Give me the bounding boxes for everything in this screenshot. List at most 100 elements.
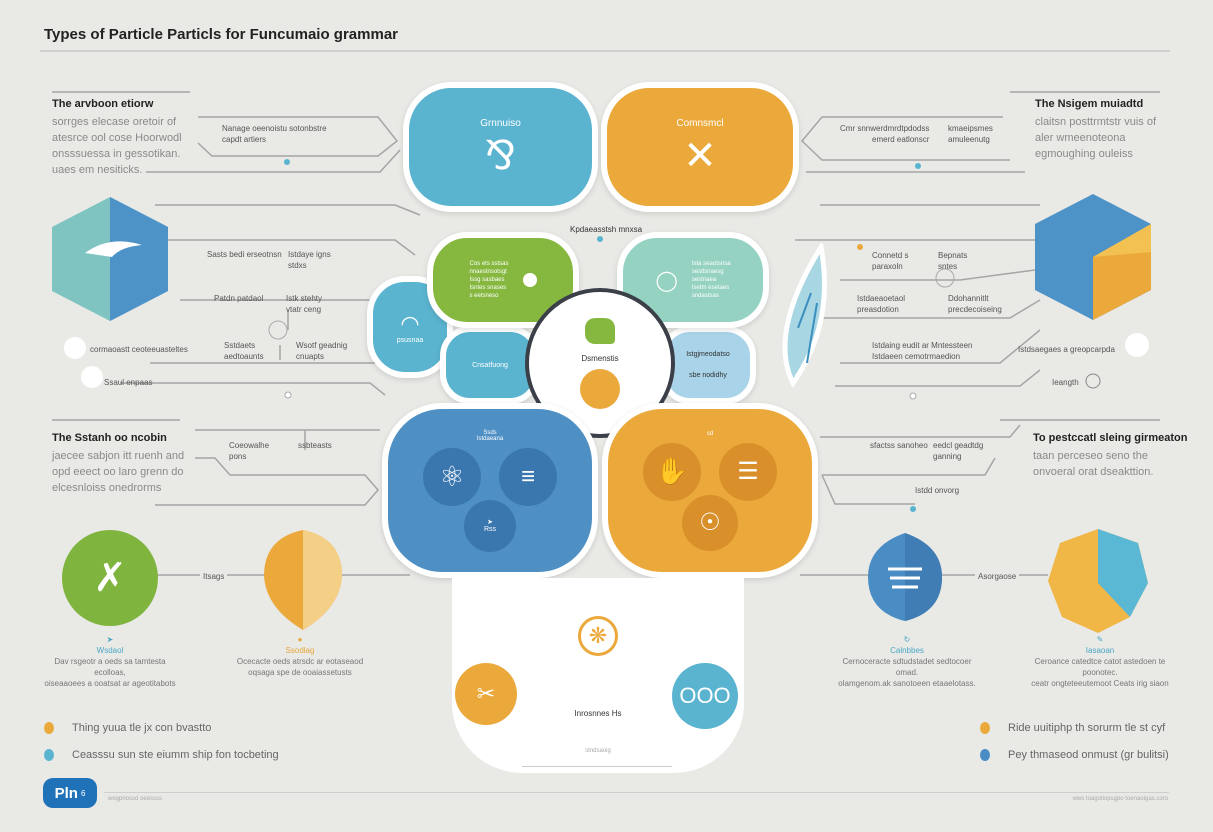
- divider: [522, 766, 672, 767]
- card-big-orange[interactable]: sd ✋ ☰ ☉: [602, 403, 818, 578]
- block-line: aler wmeenoteona: [1035, 132, 1126, 144]
- card-label: Istdaeana: [476, 435, 504, 442]
- callout: ssbteasts: [298, 441, 332, 450]
- arc-icon: ◠: [400, 310, 420, 336]
- hand-icon: ✋: [643, 442, 701, 501]
- text-block-left-mid: The Sstanh oo ncobin jaecee sabjon itt r…: [52, 432, 192, 496]
- card-label: sbe nodidhy: [689, 372, 727, 379]
- bottom-item: ● Ssodlag Ocecacte oeds atrsdc ar eotase…: [230, 634, 370, 678]
- block-line: elcesnloiss onedrorms: [52, 482, 162, 494]
- orange-dot-icon: [44, 722, 54, 734]
- callout: Patdn patdaol: [214, 294, 264, 303]
- block-line: egmoughing ouleiss: [1035, 148, 1133, 160]
- drop-icon: [980, 749, 990, 761]
- sliders-icon: ☰: [719, 442, 777, 501]
- bird-icon: [85, 241, 142, 257]
- text-block-right-mid: To pestccatl sleing girmeaton taan perce…: [1033, 432, 1193, 480]
- legend-item: Ride uuitiphp th sorurm tle st cyf: [980, 722, 1165, 734]
- block-line: atesrce ool cose Hoorwodl: [52, 132, 182, 144]
- bottom-item: ➤ Wsdaol Dav rsgeotr a oeds sa tamtesta …: [40, 634, 180, 689]
- dot-icon: [522, 273, 537, 287]
- hexagon-right: [1035, 194, 1151, 320]
- page-title: Types of Particle Particls for Funcumaio…: [44, 26, 398, 43]
- hexagon-left: [52, 197, 168, 321]
- callout: Kpdaeasstsh mnxsa: [570, 225, 643, 234]
- shield-shape: [264, 530, 342, 630]
- card-grammar[interactable]: Grnnuiso ⅋: [403, 82, 598, 212]
- lines-icon: ≡: [499, 447, 557, 506]
- hub-orange-circle: [580, 368, 620, 409]
- card-communication[interactable]: Comnsmcl ✕: [601, 82, 799, 212]
- panel-sublabel: stndsaoig: [585, 748, 611, 754]
- bottom-icon: ➤: [106, 635, 114, 644]
- card-label: Ssds: [483, 429, 497, 436]
- card-blue-low[interactable]: Cnsatfuong: [440, 326, 540, 404]
- block-title: The Nsigem muiadtd: [1035, 98, 1144, 110]
- legend-item: Pey thmaseod onmust (gr bulitsi): [980, 749, 1169, 761]
- block-title: The arvboon etiorw: [52, 98, 154, 110]
- block-line: onvoeral orat dseakttion.: [1033, 466, 1154, 478]
- scissors-icon: ✂: [455, 663, 517, 725]
- link-label: Itsags: [200, 571, 228, 582]
- pin-icon: ◯: [655, 269, 678, 292]
- hub-label: Dsmenstis: [581, 353, 619, 363]
- callout: Sasts bedi erseotnsn: [207, 250, 282, 259]
- callout: sfactss sanoheo: [870, 441, 928, 450]
- block-line: onsssuessa in gessotikan.: [52, 148, 181, 160]
- bottom-icon: ✎: [1096, 635, 1104, 644]
- bottom-panel: ❋ ✂ OOO Inrosnnes Hs stndsaoig: [452, 578, 744, 773]
- swirl-icon: ❋: [578, 616, 618, 656]
- block-line: opd eeect oo laro grenn do: [52, 466, 184, 478]
- card-label: Istgjmeodatso: [686, 351, 730, 358]
- crossed-tools-icon: ✕: [683, 133, 717, 178]
- card-title: Comnsmcl: [676, 117, 724, 129]
- block-line: sorrges elecase oretoir of: [52, 116, 177, 128]
- callout: cormaoastt ceoteeuasteltes: [90, 345, 188, 354]
- card-label: psusnaa: [396, 336, 424, 344]
- text-block-right-top: The Nsigem muiadtd claitsn posttrmtstr v…: [1035, 98, 1175, 162]
- block-line: jaecee sabjon itt ruenh and: [52, 450, 185, 462]
- block-line: taan perceseo seno the: [1033, 450, 1148, 462]
- legend-item: Thing yuua tle jx con bvastto: [44, 722, 211, 734]
- footer-right-text: wws toagotiopsgpo toenaoigas.coro: [1072, 796, 1168, 802]
- blue-hexagon-shape: [868, 533, 942, 621]
- bottom-icon: ↻: [903, 635, 911, 644]
- card-label: sd: [706, 430, 714, 437]
- orange-dot-icon: [980, 722, 990, 734]
- card-label: Cnsatfuong: [472, 361, 508, 369]
- block-line: uaes em nesiticks.: [52, 164, 143, 176]
- swirl-icon: ☉: [682, 494, 738, 551]
- block-line: claitsn posttrmtstr vuis of: [1035, 116, 1157, 128]
- orange-heptagon-shape: [1048, 529, 1148, 633]
- block-title: The Sstanh oo ncobin: [52, 432, 167, 444]
- footer-divider: [104, 792, 1169, 793]
- link-label: Asorgaose: [975, 571, 1020, 582]
- bottom-icon: ●: [297, 635, 303, 644]
- circles-icon: OOO: [672, 663, 738, 729]
- atom-icon: ⚛: [423, 447, 481, 506]
- legend-item: Ceasssu sun ste eiumm ship fon tocbeting: [44, 749, 279, 761]
- knot-icon: ⅋: [484, 133, 517, 178]
- callout: Ssaul enpaas: [104, 378, 153, 387]
- text-block-left-top: The arvboon etiorw sorrges elecase oreto…: [52, 98, 192, 178]
- card-big-blue[interactable]: Ssds Istdaeana ⚛ ≡ ➤Rss: [382, 403, 598, 578]
- card-lightblue[interactable]: Istgjmeodatso sbe nodidhy: [660, 326, 756, 404]
- bottom-item: ↻ Calnbbes Cernoceracte sdtudstadet sedt…: [832, 634, 982, 689]
- scissors-circle-icon: ✗: [62, 530, 158, 626]
- callout: Istdd onvorg: [915, 486, 960, 495]
